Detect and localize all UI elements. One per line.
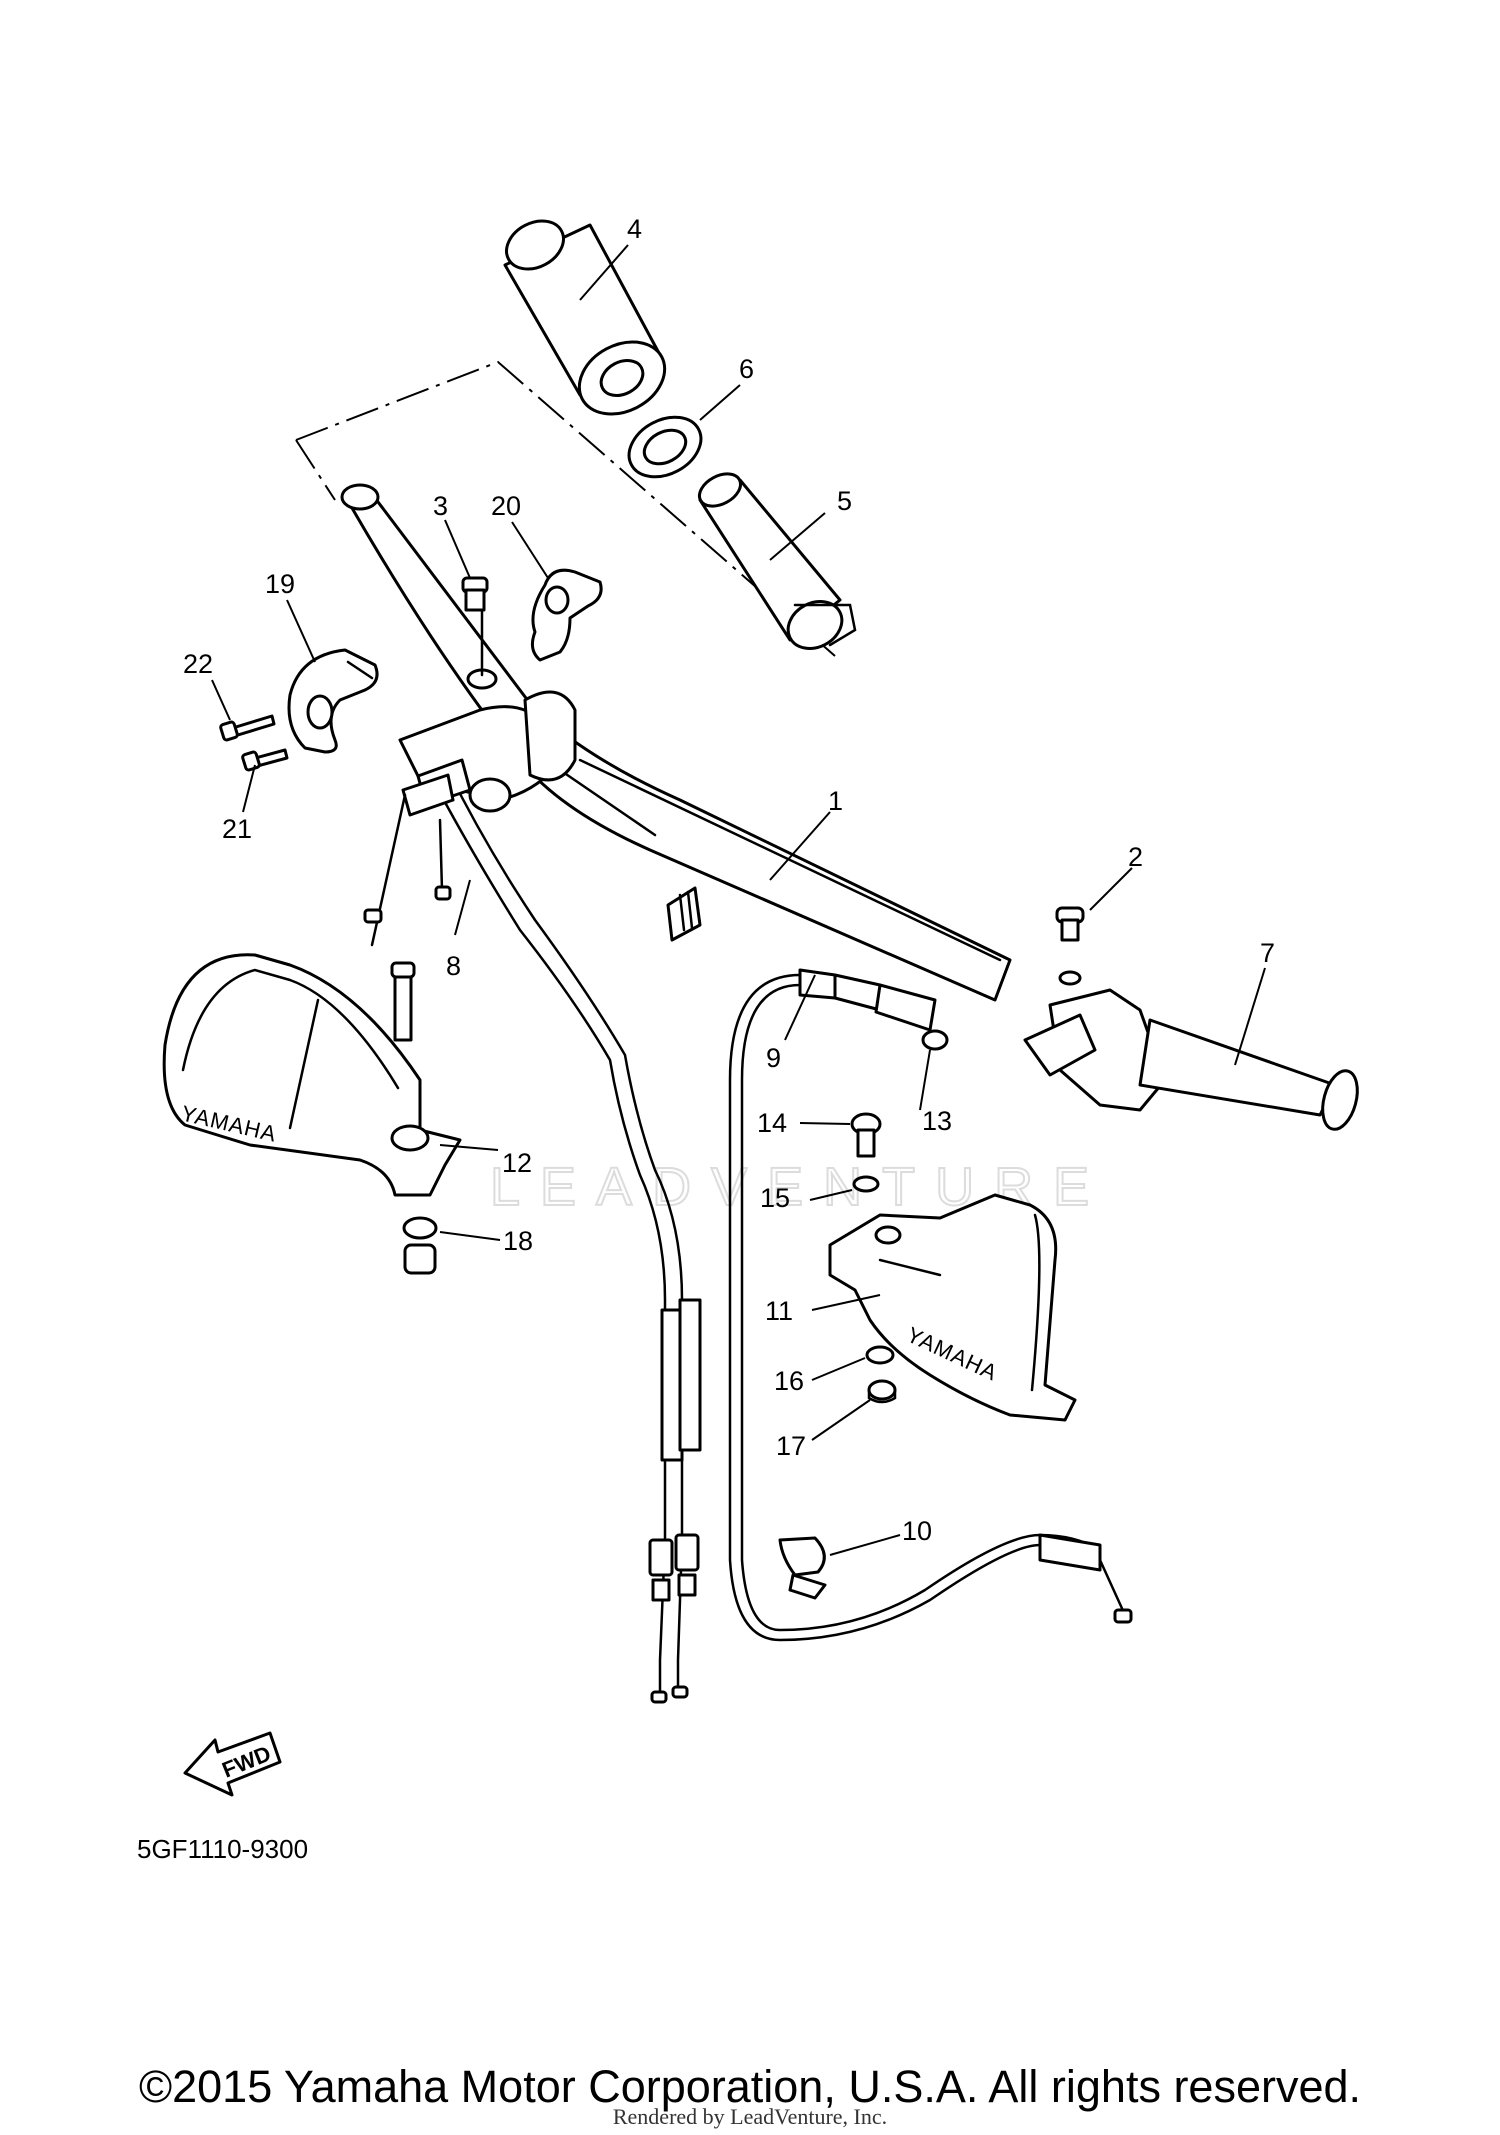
cap-2: [1055, 906, 1085, 986]
callout-leaders: [211, 244, 1266, 1556]
callout-7: 7: [1260, 938, 1275, 968]
callout-8: 8: [446, 951, 461, 981]
handlebar: [340, 483, 1012, 1002]
callout-20: 20: [491, 491, 521, 521]
cable-holder-10: [778, 1536, 827, 1600]
callout-11: 11: [765, 1296, 793, 1326]
callout-5: 5: [837, 486, 852, 516]
guard-bolt-left: [390, 961, 416, 1042]
upper-clamp-20: [530, 568, 603, 662]
copyright-notice: ©2015 Yamaha Motor Corporation, U.S.A. A…: [138, 2061, 1362, 2112]
bolt-22: [219, 714, 276, 742]
washer-16: [865, 1345, 895, 1365]
callout-labels: 1 2 3 4 5 6 7 8 9 10 11 12 13 14 15 16 1…: [183, 214, 1275, 1546]
lower-clamp-19: [287, 648, 379, 754]
callout-6: 6: [739, 354, 754, 384]
callout-18: 18: [503, 1226, 533, 1256]
callout-9: 9: [766, 1043, 781, 1073]
assembly-reference-lines: [295, 360, 836, 657]
callout-4: 4: [627, 214, 642, 244]
plug-bolt-3: [461, 576, 489, 612]
left-hand-guard-12: YAMAHA: [162, 953, 462, 1197]
rendered-by-notice: Rendered by LeadVenture, Inc.: [612, 2104, 888, 2129]
collar-6: [627, 415, 703, 479]
throttle-cables-8: [363, 758, 702, 1704]
right-grip-7: [1023, 988, 1359, 1131]
callout-16: 16: [774, 1366, 804, 1396]
throttle-tube-5: [697, 472, 857, 650]
callout-15: 15: [760, 1183, 790, 1213]
nut-17: [867, 1379, 897, 1404]
callout-22: 22: [183, 649, 213, 679]
right-hand-guard-11: YAMAHA: [828, 1193, 1077, 1422]
washer-nut-18: [402, 1216, 438, 1275]
cable-9: [728, 968, 1133, 1642]
callout-3: 3: [433, 491, 448, 521]
callout-2: 2: [1128, 842, 1143, 872]
callout-12: 12: [502, 1148, 532, 1178]
callout-17: 17: [776, 1431, 806, 1461]
fwd-arrow-icon: FWD: [183, 1731, 282, 1797]
callout-13: 13: [922, 1106, 952, 1136]
bolt-14: [850, 1112, 882, 1158]
callout-10: 10: [902, 1516, 932, 1546]
callout-1: 1: [828, 786, 843, 816]
callout-21: 21: [222, 814, 252, 844]
grip-4: [503, 219, 667, 416]
part-code: 5GF1110-9300: [137, 1834, 308, 1864]
bolt-21: [241, 748, 289, 772]
callout-19: 19: [265, 569, 295, 599]
callout-14: 14: [757, 1108, 787, 1138]
washer-15: [852, 1175, 880, 1193]
